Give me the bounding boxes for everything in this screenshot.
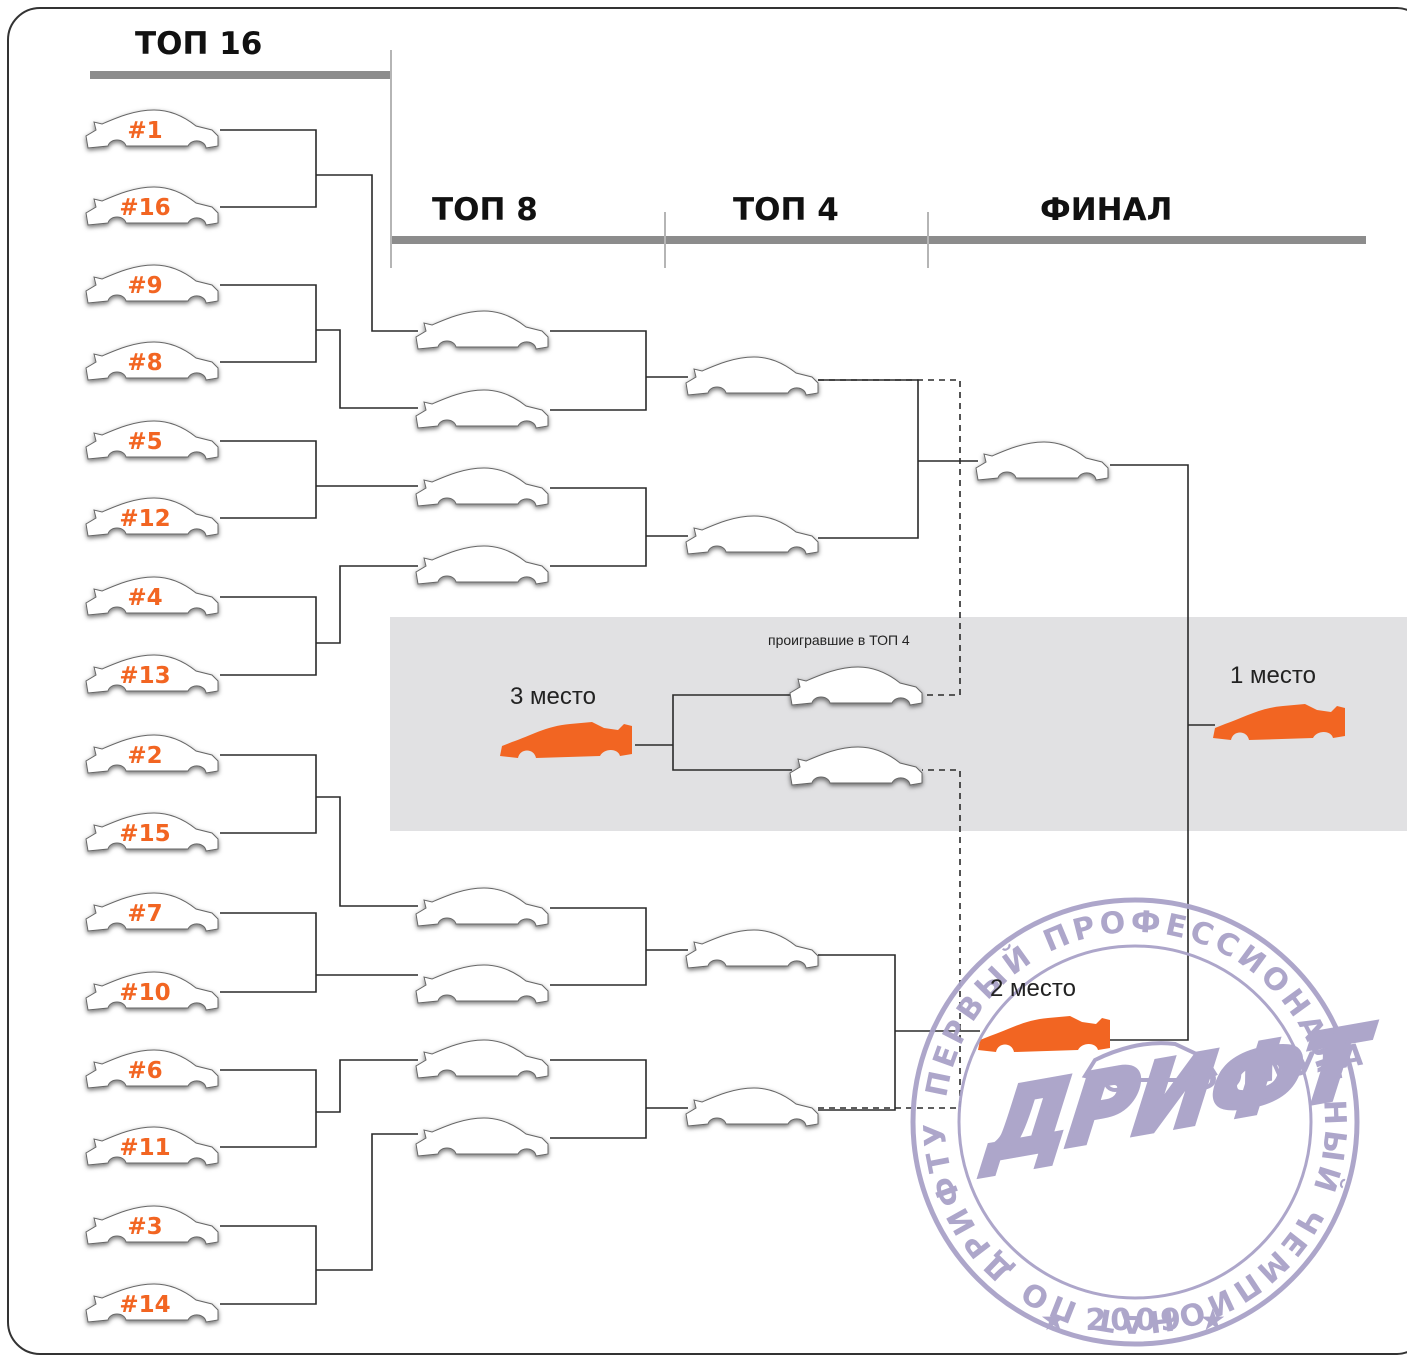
seed-number: #13 <box>119 663 170 689</box>
seed-number: #11 <box>119 1135 170 1161</box>
header-top4: ТОП 4 <box>733 192 839 228</box>
bracket-line <box>550 487 647 567</box>
seed-number: #16 <box>119 195 170 221</box>
bracket-line <box>220 596 317 676</box>
page-border <box>7 7 1407 1355</box>
top16-bar <box>90 71 392 79</box>
losers-dashed-line <box>818 769 961 1109</box>
seed-number: #4 <box>127 585 162 611</box>
seed-number: #8 <box>127 350 162 376</box>
bracket-line <box>220 440 317 519</box>
second-place-label: 2 место <box>990 975 1076 1002</box>
bracket-line <box>316 1059 418 1113</box>
top8-car-4 <box>415 545 549 585</box>
seed-number: #10 <box>119 980 170 1006</box>
top4-car-1 <box>685 356 819 396</box>
bracket-line <box>220 1069 317 1148</box>
seed-number: #12 <box>119 506 170 532</box>
bracket-line <box>316 565 418 644</box>
second-place-car <box>978 1016 1110 1052</box>
top8-car-8 <box>415 1117 549 1157</box>
seed-number: #6 <box>127 1058 162 1084</box>
top8-car-1 <box>415 310 549 350</box>
top8-car-2 <box>415 389 549 429</box>
bracket-line <box>220 129 317 208</box>
bracket-line <box>316 796 418 907</box>
bracket-line <box>316 329 418 409</box>
losers-label: проигравшие в ТОП 4 <box>768 632 910 648</box>
bracket-line <box>316 174 418 332</box>
seed-number: #3 <box>127 1214 162 1240</box>
seed-number: #5 <box>127 429 162 455</box>
seed-number: #1 <box>127 118 162 144</box>
bracket-line <box>818 379 919 539</box>
bracket-line <box>550 330 647 411</box>
top16-column: #1 #16 #9 #8 #5 #12 #4 #13 #2 #15 #7 #10 #6 #11 #3 #14 <box>85 109 219 1323</box>
top8-car-7 <box>415 1039 549 1079</box>
header-top8: ТОП 8 <box>432 192 538 228</box>
seed-number: #7 <box>127 901 162 927</box>
top4-car-2 <box>685 515 819 555</box>
third-place-label: 3 место <box>510 683 596 710</box>
bracket-line <box>1110 464 1189 1041</box>
first-place-label: 1 место <box>1230 662 1316 689</box>
stamp-car-icon <box>1081 1041 1218 1092</box>
bracket-line <box>818 954 896 1111</box>
bracket-line <box>220 284 317 363</box>
bracket-line <box>220 912 317 993</box>
header-final: ФИНАЛ <box>1040 192 1172 228</box>
bracket-connectors <box>220 129 1215 1305</box>
rounds-bar <box>392 236 1366 244</box>
final-car-1 <box>975 441 1109 481</box>
header-top16: ТОП 16 <box>135 26 262 62</box>
losers-dashed-line <box>818 379 961 696</box>
seed-number: #15 <box>119 821 170 847</box>
bracket-line <box>550 907 647 986</box>
seed-number: #2 <box>127 743 162 769</box>
bracket-line <box>316 1133 418 1271</box>
bracket-line <box>220 1225 317 1305</box>
bracket-line <box>220 754 317 834</box>
top8-car-6 <box>415 964 549 1004</box>
stamp-year: ★ 2009 ★ <box>1040 1303 1230 1338</box>
top4-car-3 <box>685 929 819 969</box>
top4-car-4 <box>685 1087 819 1127</box>
bracket-line <box>672 694 792 771</box>
seed-number: #9 <box>127 273 162 299</box>
top8-car-3 <box>415 467 549 507</box>
bracket-line <box>550 1059 647 1139</box>
seed-number: #14 <box>119 1292 170 1318</box>
top8-car-5 <box>415 887 549 927</box>
